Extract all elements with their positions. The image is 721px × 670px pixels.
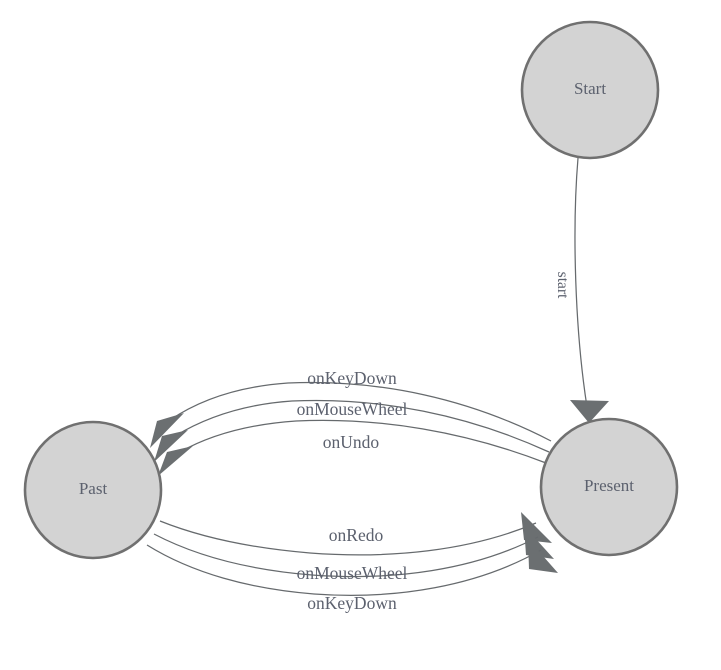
- node-start[interactable]: Start: [520, 20, 660, 160]
- arrowhead-onkeydown-back: [150, 413, 184, 448]
- node-start-label: Start: [574, 79, 606, 98]
- edge-path-start: [574, 157, 588, 408]
- edge-present-to-past-onmousewheel[interactable]: onMouseWheel: [154, 399, 550, 462]
- arrowhead-onkeydown-fwd: [528, 539, 558, 573]
- edge-label-onkeydown-fwd: onKeyDown: [307, 593, 397, 613]
- node-past[interactable]: Past: [23, 420, 163, 560]
- edge-path-onmousewheel-fwd: [153, 533, 539, 578]
- arrowhead-onundo: [158, 446, 193, 476]
- edge-label-onmousewheel-back: onMouseWheel: [297, 399, 408, 419]
- edge-label-onredo: onRedo: [329, 525, 384, 545]
- arrowhead-start: [570, 400, 609, 423]
- node-present[interactable]: Present: [539, 417, 679, 557]
- edge-past-to-present-onredo[interactable]: onRedo: [159, 512, 552, 556]
- edge-path-onkeydown-back: [169, 381, 552, 442]
- node-past-label: Past: [79, 479, 108, 498]
- node-past-circle: [23, 420, 163, 560]
- edge-present-to-past-onkeydown[interactable]: onKeyDown: [150, 368, 552, 448]
- edge-label-onmousewheel-fwd: onMouseWheel: [297, 563, 408, 583]
- node-present-label: Present: [584, 476, 634, 495]
- edge-present-to-past-onundo[interactable]: onUndo: [158, 419, 547, 476]
- edge-label-onkeydown-back: onKeyDown: [307, 368, 397, 388]
- edge-label-onundo: onUndo: [323, 432, 380, 452]
- edge-past-to-present-onkeydown[interactable]: onKeyDown: [146, 539, 558, 613]
- node-present-circle: [539, 417, 679, 557]
- edge-path-onundo: [179, 419, 547, 464]
- edge-label-start: start: [554, 272, 571, 299]
- edge-path-onkeydown-fwd: [146, 544, 542, 596]
- arrowhead-onmousewheel-back: [154, 430, 188, 462]
- node-start-circle: [520, 20, 660, 160]
- edge-path-onmousewheel-back: [174, 399, 550, 453]
- edge-path-onredo: [159, 520, 537, 556]
- edge-start-to-present[interactable]: start: [554, 157, 609, 423]
